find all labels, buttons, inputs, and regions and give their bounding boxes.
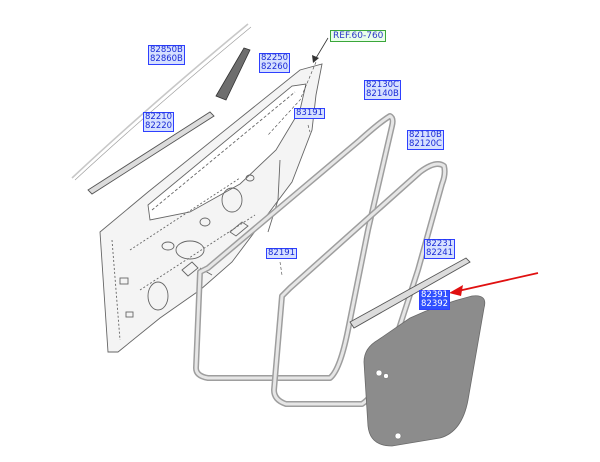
callout-82250-top: 82250 <box>261 53 289 63</box>
callout-83191-top: 83191 <box>296 108 324 118</box>
callout-82250-bottom: 82260 <box>261 62 289 72</box>
callout-82391[interactable]: 82391 82392 <box>419 290 451 310</box>
callout-82391-bottom: 82392 <box>421 299 449 309</box>
ref-pointer-arrowhead <box>312 55 319 63</box>
callout-82210-bottom: 82220 <box>145 121 173 131</box>
inner-belt-strip <box>349 257 471 329</box>
callout-82110[interactable]: 82110B 82120C <box>407 130 444 150</box>
callout-82130-bottom: 82140B <box>366 89 399 99</box>
callout-82231[interactable]: 82231 82241 <box>424 239 456 259</box>
red-arrow-icon <box>449 272 539 296</box>
body-side-weatherstrip-inner <box>272 162 447 406</box>
callout-82191[interactable]: 82191 <box>266 248 298 259</box>
outer-belt-strip-long <box>71 23 249 179</box>
outer-belt-strip-long-edge <box>74 26 252 181</box>
callout-82850-bottom: 82860B <box>150 54 183 64</box>
callout-82850-top: 82850B <box>150 45 183 55</box>
callout-82110-bottom: 82120C <box>409 139 442 149</box>
callout-82391-top: 82391 <box>421 290 449 300</box>
callout-82130[interactable]: 82130C 82140B <box>364 80 401 100</box>
callout-82191-top: 82191 <box>268 248 296 258</box>
belt-weatherstrip <box>87 111 215 195</box>
sealing-cover <box>363 295 486 447</box>
callout-82130-top: 82130C <box>366 80 399 90</box>
delta-molding <box>215 47 251 101</box>
callout-83191[interactable]: 83191 <box>294 108 326 119</box>
callout-82210-top: 82210 <box>145 112 173 122</box>
callout-82231-bottom: 82241 <box>426 248 454 258</box>
callout-82231-top: 82231 <box>426 239 454 249</box>
ref-pointer-icon <box>315 37 329 59</box>
sealing-cover-holes <box>375 369 402 440</box>
door-frame-weatherstrip-inner <box>194 114 395 380</box>
callout-82210[interactable]: 82210 82220 <box>143 112 175 132</box>
leader-lines <box>267 61 317 276</box>
ref-callout[interactable]: REF.60-760 <box>330 30 387 42</box>
callout-82250[interactable]: 82250 82260 <box>259 53 291 73</box>
callout-82110-top: 82110B <box>409 130 442 140</box>
door-panel <box>99 63 323 353</box>
callout-82850[interactable]: 82850B 82860B <box>148 45 185 65</box>
